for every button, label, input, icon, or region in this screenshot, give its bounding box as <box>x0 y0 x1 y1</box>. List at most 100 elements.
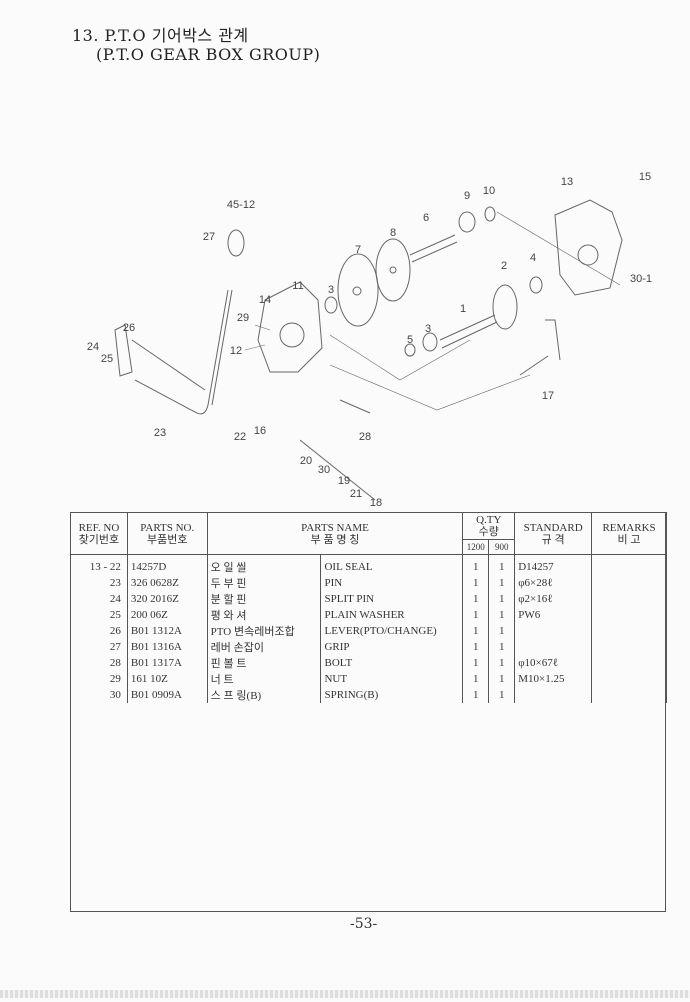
cell-q1200: 1 <box>462 655 490 671</box>
gearbox-cover <box>554 199 623 296</box>
cell-name-kr: 두 부 핀 <box>206 575 322 591</box>
cell-name-kr: 핀 볼 트 <box>206 655 322 671</box>
exploded-parts-diagram <box>114 199 623 501</box>
cell-standard: D14257 <box>514 554 593 575</box>
callout-label: 27 <box>202 231 216 243</box>
callout-label: 2 <box>500 260 508 272</box>
page-number: -53- <box>350 916 378 932</box>
callout-label: 20 <box>299 455 313 467</box>
callout-label: 30 <box>317 464 331 476</box>
cell-remarks <box>591 639 667 655</box>
cell-q900: 1 <box>488 639 516 655</box>
callout-label: 25 <box>100 353 114 365</box>
shaft-1 <box>439 314 498 349</box>
callout-label: 14 <box>258 294 272 306</box>
cell-ref: 30 <box>70 687 128 703</box>
cell-remarks <box>591 591 667 607</box>
cell-q1200: 1 <box>462 623 490 639</box>
cell-q900: 1 <box>488 687 516 703</box>
header-parts-no: PARTS NO.부품번호 <box>126 512 208 555</box>
cell-standard: φ2×16ℓ <box>514 591 593 607</box>
cell-ref: 27 <box>70 639 128 655</box>
cell-q1200: 1 <box>462 671 490 687</box>
seal-10 <box>484 206 496 222</box>
cell-part-no: 14257D <box>126 554 208 575</box>
cell-remarks <box>591 687 667 703</box>
cell-remarks <box>591 671 667 687</box>
callout-label: 28 <box>358 431 372 443</box>
cell-part-no: 200 06Z <box>126 607 208 623</box>
cell-q1200: 1 <box>462 639 490 655</box>
cell-q900: 1 <box>488 607 516 623</box>
callout-label: 9 <box>463 190 471 202</box>
cell-name-kr: 분 할 핀 <box>206 591 322 607</box>
cell-name-en: NUT <box>320 671 464 687</box>
cell-ref: 25 <box>70 607 128 623</box>
callout-label: 30-1 <box>629 273 653 285</box>
cell-name-kr: 스 프 링(B) <box>206 687 322 703</box>
callout-label: 7 <box>354 244 362 256</box>
callout-label: 18 <box>369 497 383 509</box>
cell-q1200: 1 <box>462 554 490 575</box>
cell-part-no: B01 0909A <box>126 687 208 703</box>
callout-label: 3 <box>327 284 335 296</box>
cell-part-no: 320 2016Z <box>126 591 208 607</box>
cell-part-no: 161 10Z <box>126 671 208 687</box>
cell-name-kr: 오 일 씰 <box>206 554 322 575</box>
cell-name-kr: 너 트 <box>206 671 322 687</box>
cell-name-en: GRIP <box>320 639 464 655</box>
cell-remarks <box>591 623 667 639</box>
cell-ref: 23 <box>70 575 128 591</box>
callout-label: 12 <box>229 345 243 357</box>
callout-label: 6 <box>422 212 430 224</box>
cell-ref: 26 <box>70 623 128 639</box>
bearing-3a <box>324 296 338 314</box>
cell-q900: 1 <box>488 591 516 607</box>
collar-5 <box>404 343 416 357</box>
cell-standard: PW6 <box>514 607 593 623</box>
cell-name-en: BOLT <box>320 655 464 671</box>
callout-label: 19 <box>337 475 351 487</box>
bearing-4 <box>529 276 543 294</box>
cell-ref: 29 <box>70 671 128 687</box>
callout-label: 4 <box>529 252 537 264</box>
cell-part-no: B01 1317A <box>126 655 208 671</box>
callout-label: 15 <box>638 171 652 183</box>
header-qty-1200: 1200 <box>462 539 490 555</box>
cell-name-en: SPLIT PIN <box>320 591 464 607</box>
cell-remarks <box>591 575 667 591</box>
cell-q1200: 1 <box>462 607 490 623</box>
cell-name-kr: 평 와 셔 <box>206 607 322 623</box>
cell-standard: M10×1.25 <box>514 671 593 687</box>
cell-q1200: 1 <box>462 575 490 591</box>
gear-8 <box>375 238 411 302</box>
callout-label: 45-12 <box>226 199 256 211</box>
cell-remarks <box>591 655 667 671</box>
section-title-kr: 13. P.T.O 기어박스 관계 <box>72 26 249 45</box>
cell-standard <box>514 623 593 639</box>
cell-q1200: 1 <box>462 591 490 607</box>
scan-edge <box>0 990 690 998</box>
callout-label: 23 <box>153 427 167 439</box>
section-title-en: (P.T.O GEAR BOX GROUP) <box>96 45 321 64</box>
cell-name-kr: 레버 손잡이 <box>206 639 322 655</box>
callout-label: 3 <box>424 323 432 335</box>
cell-name-kr: PTO 변속레버조합 <box>206 623 322 639</box>
bearing-3b <box>422 332 438 352</box>
cell-q900: 1 <box>488 655 516 671</box>
grip-shape <box>227 229 245 257</box>
cell-ref: 24 <box>70 591 128 607</box>
gear-2 <box>492 284 518 330</box>
